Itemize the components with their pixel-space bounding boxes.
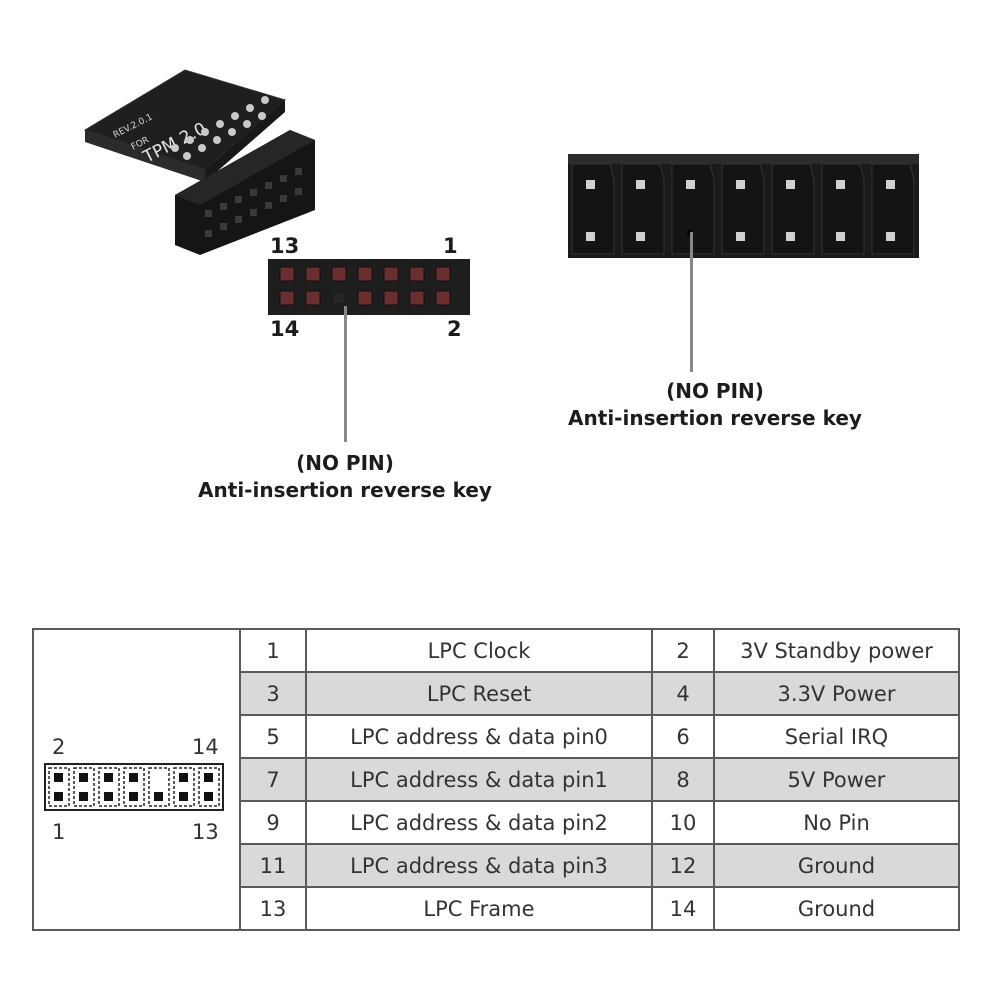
- pin-header-diagram: [44, 763, 224, 811]
- right-key-caption-line1: (NO PIN): [666, 379, 764, 403]
- pin-number: 14: [651, 886, 715, 931]
- diagram-label-2: 2: [52, 735, 66, 759]
- right-key-caption: (NO PIN) Anti-insertion reverse key: [540, 378, 890, 432]
- pin-number: 5: [239, 714, 307, 759]
- pin-signal: LPC address & data pin2: [305, 800, 653, 845]
- pin-number: 1: [239, 628, 307, 673]
- diagram-label-1: 1: [52, 820, 66, 844]
- pin-signal: LPC address & data pin0: [305, 714, 653, 759]
- pin-number: 13: [239, 886, 307, 931]
- header-label-2: 2: [447, 317, 462, 341]
- header-label-13: 13: [270, 234, 300, 258]
- table-row: 13 LPC Frame 14 Ground: [33, 886, 960, 931]
- pin-number: 12: [651, 843, 715, 888]
- left-key-leader-line: [344, 306, 347, 442]
- pin-signal: No Pin: [713, 800, 960, 845]
- pin-number: 2: [651, 628, 715, 673]
- table-row: 9 LPC address & data pin2 10 No Pin: [33, 800, 960, 845]
- pin-number: 4: [651, 671, 715, 716]
- table-row: 11 LPC address & data pin3 12 Ground: [33, 843, 960, 888]
- pin-definition-table: 2 14 1 13 1: [32, 628, 960, 931]
- header-closeup-photo: [568, 154, 919, 258]
- header-label-14: 14: [270, 317, 300, 341]
- pin-signal: Ground: [713, 886, 960, 931]
- pin-signal: LPC Clock: [305, 628, 653, 673]
- pin-number: 6: [651, 714, 715, 759]
- table-row: 5 LPC address & data pin0 6 Serial IRQ: [33, 714, 960, 759]
- diagram-label-14: 14: [192, 735, 219, 759]
- pin-signal: 3V Standby power: [713, 628, 960, 673]
- pin-signal: Serial IRQ: [713, 714, 960, 759]
- pin-signal: LPC address & data pin3: [305, 843, 653, 888]
- pin-number: 7: [239, 757, 307, 802]
- pin-number: 10: [651, 800, 715, 845]
- left-key-caption-line1: (NO PIN): [296, 451, 394, 475]
- pin-signal: 5V Power: [713, 757, 960, 802]
- pin-signal: LPC Reset: [305, 671, 653, 716]
- pin-signal: 3.3V Power: [713, 671, 960, 716]
- table-row: 7 LPC address & data pin1 8 5V Power: [33, 757, 960, 802]
- pin-signal: LPC Frame: [305, 886, 653, 931]
- table-row: 2 14 1 13 1: [32, 628, 960, 931]
- left-key-caption: (NO PIN) Anti-insertion reverse key: [170, 450, 520, 504]
- right-key-caption-line2: Anti-insertion reverse key: [568, 406, 862, 430]
- pin-number: 3: [239, 671, 307, 716]
- right-key-leader-line: [690, 232, 693, 372]
- header-label-1: 1: [443, 234, 458, 258]
- left-key-caption-line2: Anti-insertion reverse key: [198, 478, 492, 502]
- diagram-label-13: 13: [192, 820, 219, 844]
- tpm-module-photo: REV.2.0.1 FOR TPM 2.0: [83, 69, 315, 255]
- header-top-view: [268, 259, 470, 315]
- pin-signal: LPC address & data pin1: [305, 757, 653, 802]
- pin-signal: Ground: [713, 843, 960, 888]
- table-row: 3 LPC Reset 4 3.3V Power: [33, 671, 960, 716]
- pin-number: 9: [239, 800, 307, 845]
- pin-number: 11: [239, 843, 307, 888]
- pin-number: 8: [651, 757, 715, 802]
- pin-diagram-cell: 2 14 1 13: [32, 628, 241, 931]
